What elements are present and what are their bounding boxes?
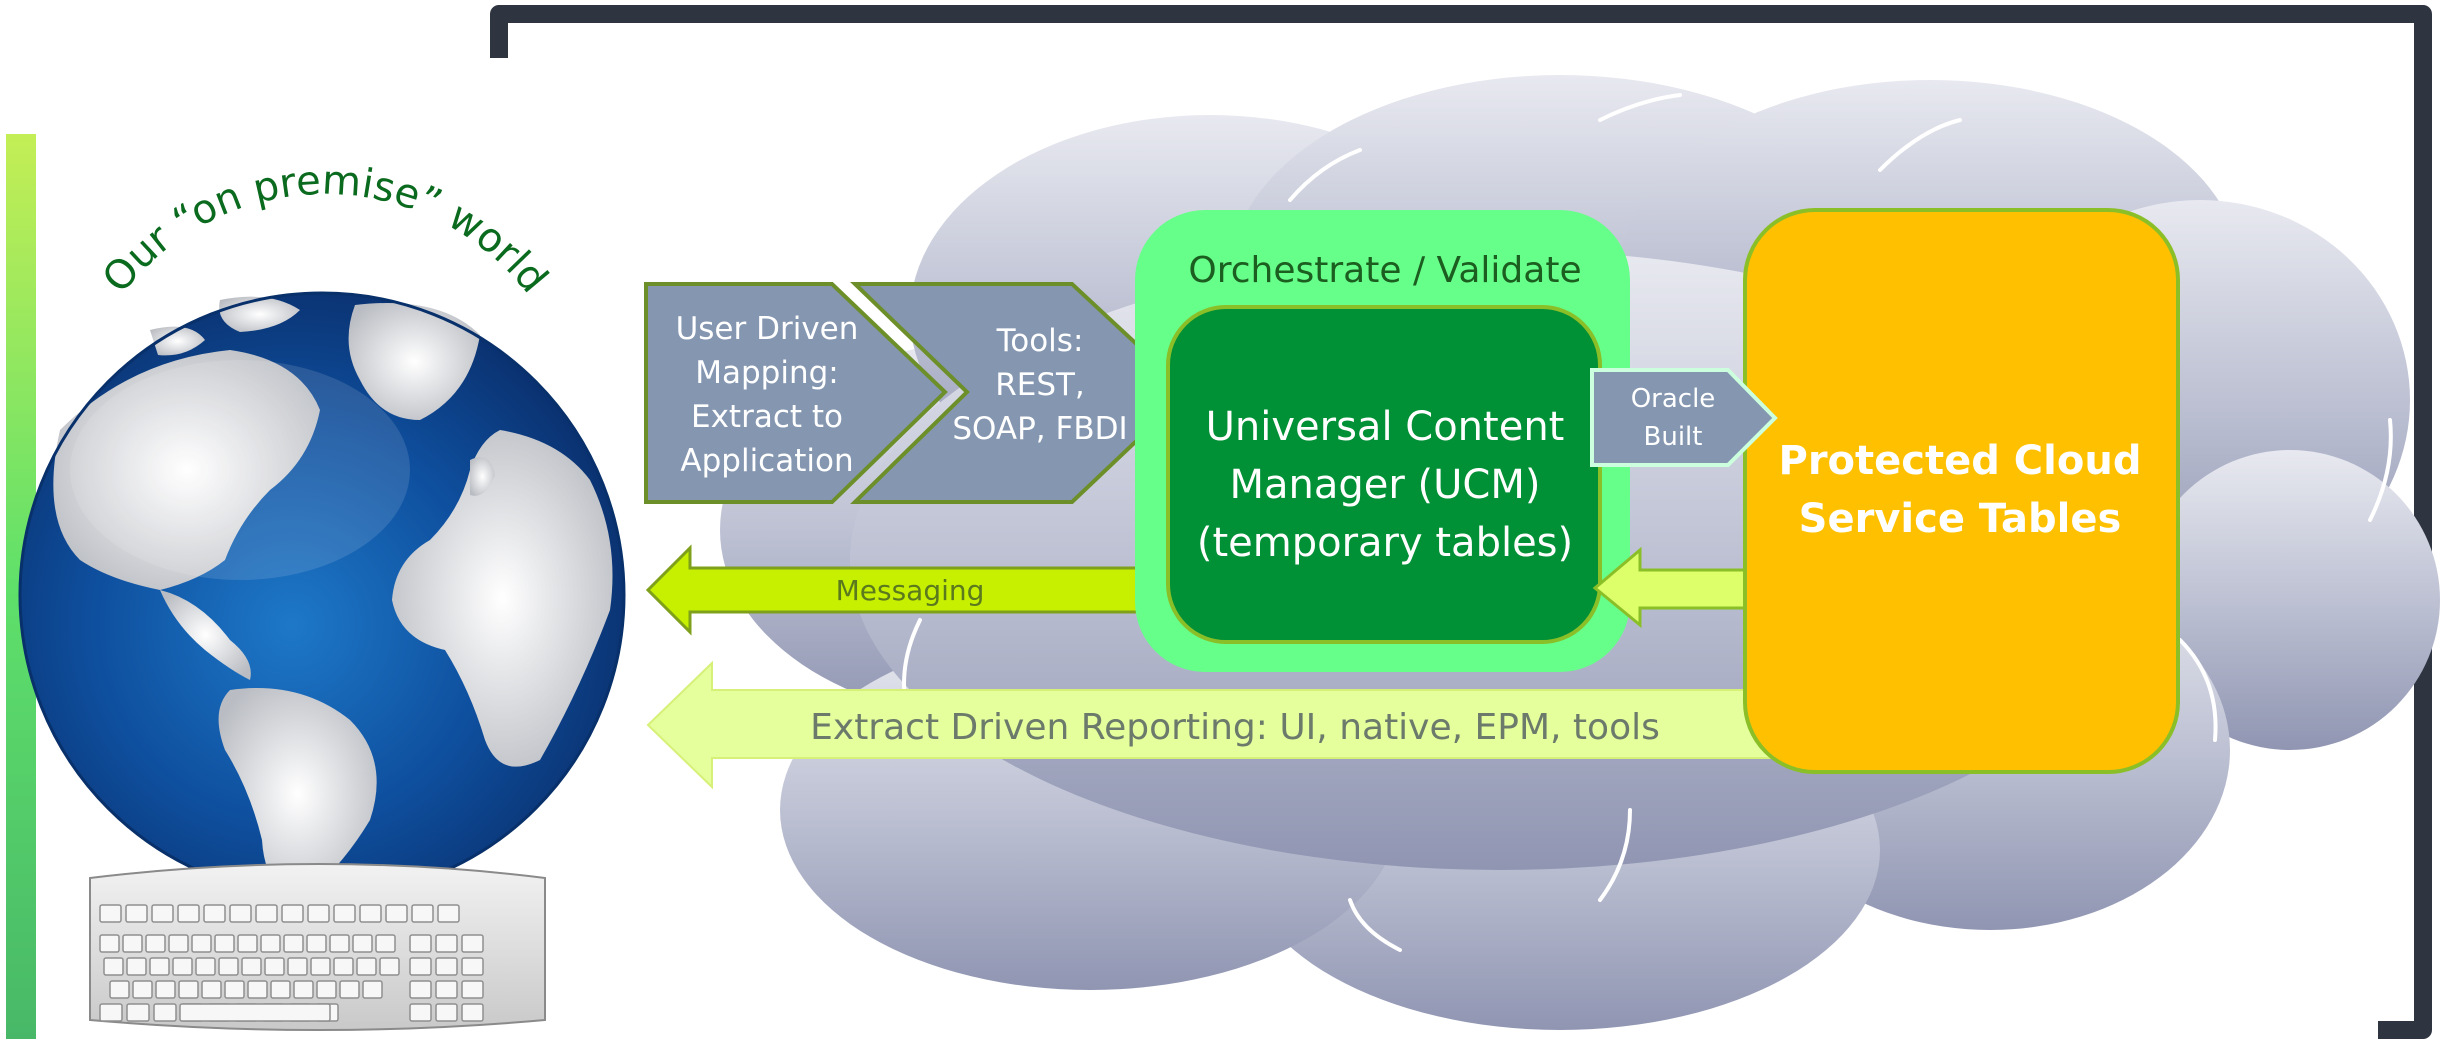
keyboard-key: [201, 980, 222, 999]
keyboard-key: [356, 957, 377, 976]
keyboard-key: [461, 934, 484, 953]
keyboard-key: [333, 957, 354, 976]
world-label: Our “on premise” world: [94, 157, 557, 301]
return-arrow: [1592, 546, 1752, 629]
keyboard-key: [178, 980, 199, 999]
keyboard-key: [461, 980, 484, 999]
keyboard-key: [461, 1003, 484, 1022]
keyboard-key: [224, 980, 245, 999]
messaging-arrow: [645, 544, 1162, 636]
keyboard-key: [293, 980, 314, 999]
chevron-tools: [850, 282, 1191, 504]
keyboard-key: [237, 934, 258, 953]
keyboard-key: [214, 934, 235, 953]
keyboard-key: [125, 904, 148, 923]
keyboard-key: [195, 957, 216, 976]
keyboard: [89, 863, 546, 1031]
keyboard-key: [99, 904, 122, 923]
oracle-built-arrow: [1590, 368, 1778, 467]
keyboard-key: [99, 1003, 123, 1022]
keyboard-key: [329, 934, 350, 953]
keyboard-key: [339, 980, 360, 999]
keyboard-key: [283, 934, 304, 953]
keyboard-key: [333, 904, 356, 923]
keyboard-key: [409, 980, 432, 999]
orchestrate-label: Orchestrate / Validate: [1188, 249, 1582, 291]
keyboard-key: [362, 980, 383, 999]
keyboard-key: [126, 1003, 150, 1022]
ucm-label: Universal Content Manager (UCM) (tempora…: [1196, 404, 1574, 566]
keyboard-key: [191, 934, 212, 953]
messaging-label: Messaging: [835, 573, 985, 607]
keyboard-key: [241, 957, 262, 976]
keyboard-key: [103, 957, 124, 976]
keyboard-key: [255, 904, 278, 923]
keyboard-key: [316, 980, 337, 999]
chevron-tools-label: Tools: REST, SOAP, FBDI: [952, 323, 1128, 447]
keyboard-key: [132, 980, 153, 999]
keyboard-key: [409, 1003, 432, 1022]
keyboard-key: [385, 904, 408, 923]
keyboard-key: [109, 980, 130, 999]
keyboard-key: [310, 957, 331, 976]
keyboard-key: [411, 904, 434, 923]
keyboard-key: [264, 957, 285, 976]
keyboard-key: [177, 904, 200, 923]
oracle-built-label: Oracle Built: [1630, 384, 1716, 452]
keyboard-key: [155, 980, 176, 999]
protected-tables-box: [1743, 208, 2180, 774]
keyboard-key: [359, 904, 382, 923]
chevron-user-driven-mapping: [644, 282, 948, 504]
keyboard-key: [99, 934, 120, 953]
reporting-label: Extract Driven Reporting: UI, native, EP…: [810, 706, 1660, 748]
keyboard-key: [122, 934, 143, 953]
keyboard-key: [172, 957, 193, 976]
keyboard-key: [437, 904, 460, 923]
keyboard-key: [145, 934, 166, 953]
keyboard-key: [461, 957, 484, 976]
frame-bracket: [490, 5, 2432, 1039]
keyboard-key: [126, 957, 147, 976]
keyboard-key: [260, 934, 281, 953]
keyboard-key: [379, 957, 400, 976]
keyboard-key: [247, 980, 268, 999]
keyboard-key: [149, 957, 170, 976]
protected-tables-label: Protected Cloud Service Tables: [1778, 438, 2142, 542]
keyboard-key: [435, 1003, 458, 1022]
keyboard-key: [281, 904, 304, 923]
ucm-box: [1166, 305, 1602, 644]
keyboard-key: [435, 957, 458, 976]
keyboard-key: [153, 1003, 177, 1022]
keyboard-key: [218, 957, 239, 976]
reporting-arrow: [646, 660, 1771, 790]
keyboard-key: [229, 904, 252, 923]
keyboard-key: [375, 934, 396, 953]
keyboard-key: [151, 904, 174, 923]
keyboard-key: [409, 934, 432, 953]
keyboard-key: [168, 934, 189, 953]
keyboard-key: [409, 957, 432, 976]
keyboard-key: [435, 934, 458, 953]
keyboard-key: [352, 934, 373, 953]
keyboard-key: [306, 934, 327, 953]
keyboard-key: [435, 980, 458, 999]
keyboard-key: [203, 904, 226, 923]
keyboard-key: [287, 957, 308, 976]
keyboard-spacebar: [179, 1003, 331, 1022]
keyboard-key: [270, 980, 291, 999]
keyboard-key: [307, 904, 330, 923]
globe: [18, 291, 626, 900]
chevron-mapping-label: User Driven Mapping: Extract to Applicat…: [675, 311, 859, 479]
